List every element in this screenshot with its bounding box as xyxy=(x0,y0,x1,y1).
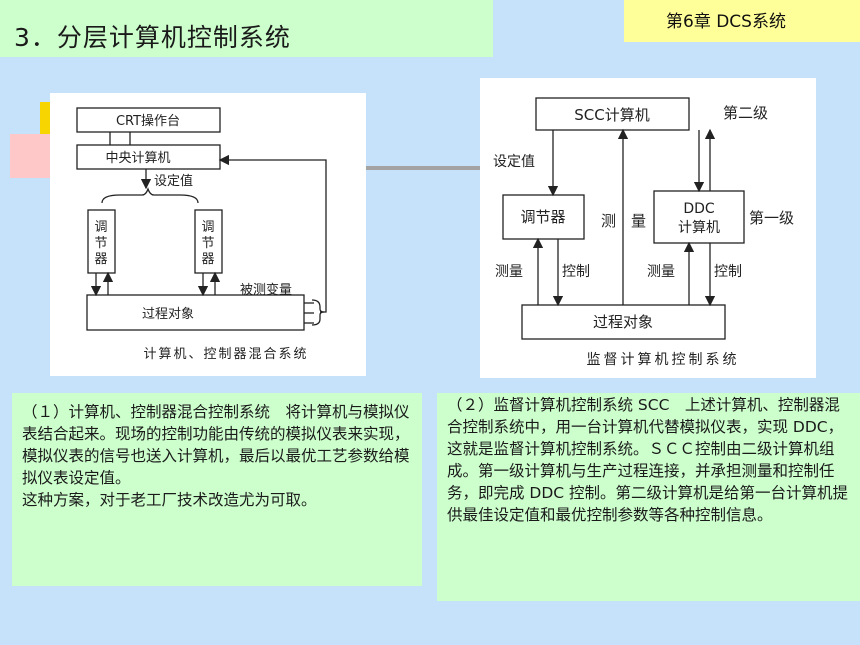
hybrid-system-description: （１）计算机、控制器混合控制系统 将计算机与模拟仪表结合起来。现场的控制功能由传… xyxy=(12,393,422,586)
level-2-label: 第二级 xyxy=(723,104,768,122)
regulator-1-char-2: 节 xyxy=(94,236,107,251)
scc-computer-label: SCC计算机 xyxy=(574,106,649,124)
supervisory-system-description: （２）监督计算机控制系统 SCC 上述计算机、控制器混合控制系统中，用一台计算机… xyxy=(437,393,860,601)
hybrid-description-paragraph-2: 这种方案，对于老工厂技术改造尤为可取。 xyxy=(22,491,317,509)
supervisory-system-diagram: SCC计算机 第二级 设定值 调节器 测 量 DDC 计算机 第一级 测量 控制… xyxy=(480,78,816,378)
process-object-label: 过程对象 xyxy=(593,313,653,331)
regulator-2-char-2: 节 xyxy=(201,236,214,251)
center-measure-label: 测 量 xyxy=(601,212,646,230)
regulator-1-char-3: 器 xyxy=(94,252,107,267)
process-object-label: 过程对象 xyxy=(142,307,194,322)
setpoint-label: 设定值 xyxy=(154,173,193,189)
ddc-label-line-1: DDC xyxy=(683,201,715,217)
regulator-label: 调节器 xyxy=(520,208,565,226)
setpoint-label: 设定值 xyxy=(493,154,535,170)
regulator-box xyxy=(502,194,585,240)
control-label-1: 控制 xyxy=(562,264,590,280)
right-diagram-caption: 监督计算机控制系统 xyxy=(587,352,740,368)
central-computer-label: 中央计算机 xyxy=(105,151,170,166)
hybrid-system-diagram: CRT操作台 中央计算机 设定值 调 节 器 调 节 器 被测变量 过程对象 计… xyxy=(50,93,366,376)
level-1-label: 第一级 xyxy=(749,209,794,227)
regulator-2-char-1: 调 xyxy=(201,220,214,235)
crt-box xyxy=(76,107,221,133)
measured-variable-label: 被测变量 xyxy=(240,282,292,298)
process-object-box xyxy=(86,294,305,331)
slide-title: 3．分层计算机控制系统 xyxy=(0,0,493,57)
control-label-2: 控制 xyxy=(714,264,742,280)
decor-block-pink xyxy=(10,134,56,178)
supervisory-description-paragraph: （２）监督计算机控制系统 SCC 上述计算机、控制器混合控制系统中，用一台计算机… xyxy=(447,396,849,524)
chapter-label: 第6章 DCS系统 xyxy=(624,0,860,42)
ddc-label-line-2: 计算机 xyxy=(678,220,720,236)
measure-label-1: 测量 xyxy=(495,264,523,280)
regulator-box-2 xyxy=(194,209,223,274)
left-diagram-caption: 计算机、控制器混合系统 xyxy=(143,347,308,362)
crt-label: CRT操作台 xyxy=(116,113,180,129)
measure-label-2: 测量 xyxy=(647,264,675,280)
regulator-box-1 xyxy=(87,209,116,274)
regulator-1-char-1: 调 xyxy=(94,220,107,235)
hybrid-description-paragraph-1: （１）计算机、控制器混合控制系统 将计算机与模拟仪表结合起来。现场的控制功能由传… xyxy=(22,403,410,487)
scc-computer-box xyxy=(535,97,690,131)
regulator-2-char-3: 器 xyxy=(201,252,214,267)
decor-bar-yellow xyxy=(40,102,52,138)
decor-line-gray xyxy=(363,166,481,170)
